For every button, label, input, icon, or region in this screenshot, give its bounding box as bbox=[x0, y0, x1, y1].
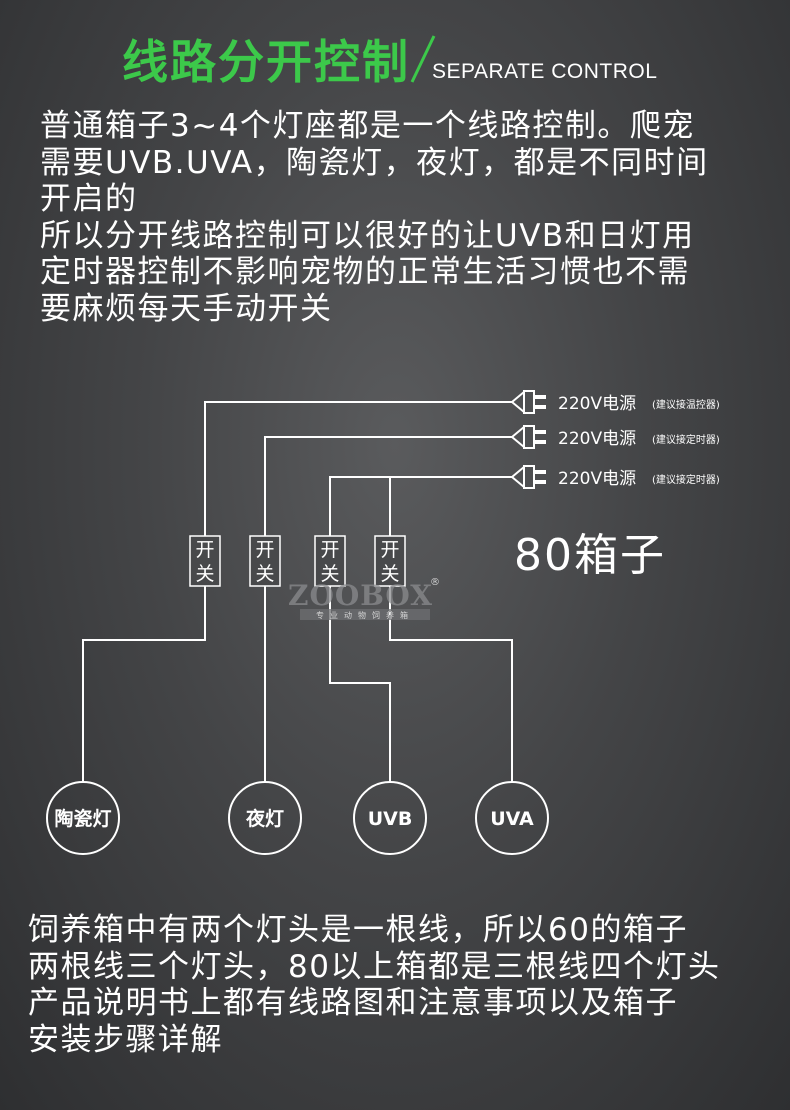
power-plug bbox=[510, 424, 546, 450]
plug-pin bbox=[534, 395, 546, 399]
lamp-circle bbox=[228, 781, 302, 855]
power-label: 220V电源 bbox=[558, 469, 636, 489]
power-note: (建议接温控器) bbox=[652, 398, 720, 411]
wire-ceramic bbox=[204, 401, 512, 536]
intro-line: 需要UVB.UVA，陶瓷灯，夜灯，都是不同时间 bbox=[40, 144, 709, 181]
plug-icon bbox=[510, 389, 535, 415]
bottom-line: 饲养箱中有两个灯头是一根线，所以60的箱子 bbox=[28, 912, 688, 948]
watermark-tagline: 专业动物饲养箱 bbox=[316, 610, 414, 620]
lamp-circle bbox=[475, 781, 549, 855]
lamp-label: UVA bbox=[490, 808, 534, 830]
lamp-label: 夜灯 bbox=[245, 807, 284, 830]
switch-frame bbox=[249, 535, 281, 587]
title-slash-decoration bbox=[410, 35, 436, 83]
intro-line: 定时器控制不影响宠物的正常生活习惯也不需 bbox=[40, 254, 690, 290]
switch-frame bbox=[314, 535, 346, 587]
bottom-line: 两根线三个灯头，80以上箱都是三根线四个灯头 bbox=[28, 948, 721, 985]
switch-label-off: 关 bbox=[195, 563, 214, 585]
lamp: 陶瓷灯 bbox=[46, 781, 120, 855]
brand-watermark: ZOOBOX ® 专业动物饲养箱 bbox=[288, 577, 440, 620]
power-plug bbox=[510, 389, 546, 415]
switch-frame bbox=[374, 535, 406, 587]
power-note: (建议接定时器) bbox=[652, 433, 720, 446]
plug-icon bbox=[510, 424, 535, 450]
plug-pin bbox=[534, 470, 546, 474]
intro-line: 所以分开线路控制可以很好的让UVB和日灯用 bbox=[40, 217, 695, 254]
switch-label-on: 开 bbox=[255, 539, 274, 561]
switch-label-off: 关 bbox=[320, 563, 339, 585]
watermark-brand: ZOOBOX bbox=[288, 579, 433, 612]
switch-label-on: 开 bbox=[195, 539, 214, 561]
lamp-circle bbox=[353, 781, 427, 855]
wire-ceramic-lower bbox=[82, 586, 206, 782]
switch: 开 关 bbox=[314, 535, 346, 587]
plug-pin bbox=[534, 405, 546, 409]
lamp-label: 陶瓷灯 bbox=[54, 807, 111, 830]
lamp: 夜灯 bbox=[228, 781, 302, 855]
switch: 开 关 bbox=[374, 535, 406, 587]
box-label: 80箱子 bbox=[514, 530, 666, 581]
plug-pin bbox=[534, 480, 546, 484]
switch-label-off: 关 bbox=[255, 563, 274, 585]
intro-line: 普通箱子3~4个灯座都是一个线路控制。爬宠 bbox=[40, 108, 695, 144]
intro-text: 普通箱子3~4个灯座都是一个线路控制。爬宠 需要UVB.UVA，陶瓷灯，夜灯，都… bbox=[40, 108, 709, 327]
lamp-circle bbox=[46, 781, 120, 855]
plug-pin bbox=[534, 430, 546, 434]
plug-pin bbox=[534, 440, 546, 444]
wire-uv bbox=[329, 476, 512, 536]
page-subtitle: SEPARATE CONTROL bbox=[432, 60, 658, 83]
wires bbox=[82, 401, 513, 782]
wire-uvb-lower bbox=[329, 586, 391, 782]
lamp: UVB bbox=[353, 781, 427, 855]
wire-night bbox=[264, 436, 512, 536]
switch: 开 关 bbox=[189, 535, 221, 587]
switch: 开 关 bbox=[249, 535, 281, 587]
intro-line: 开启的 bbox=[40, 181, 138, 217]
header: 线路分开控制 SEPARATE CONTROL bbox=[0, 0, 790, 100]
power-label: 220V电源 bbox=[558, 429, 636, 449]
switch-label-on: 开 bbox=[320, 539, 339, 561]
watermark-mark: ® bbox=[430, 577, 440, 588]
power-note: (建议接定时器) bbox=[652, 473, 720, 486]
watermark-tag-bg bbox=[300, 609, 430, 620]
power-plug bbox=[510, 464, 546, 490]
bottom-line: 产品说明书上都有线路图和注意事项以及箱子 bbox=[28, 985, 678, 1021]
intro-line: 要麻烦每天手动开关 bbox=[40, 290, 333, 327]
plug-icon bbox=[510, 464, 535, 490]
bottom-text: 饲养箱中有两个灯头是一根线，所以60的箱子 两根线三个灯头，80以上箱都是三根线… bbox=[28, 912, 720, 1058]
page-title: 线路分开控制 bbox=[122, 35, 410, 89]
switch-label-off: 关 bbox=[380, 563, 399, 585]
power-label: 220V电源 bbox=[558, 394, 636, 414]
lamp-label: UVB bbox=[368, 808, 413, 830]
bottom-line: 安装步骤详解 bbox=[28, 1021, 223, 1058]
switch-frame bbox=[189, 535, 221, 587]
switch-label-on: 开 bbox=[380, 539, 399, 561]
lamp: UVA bbox=[475, 781, 549, 855]
